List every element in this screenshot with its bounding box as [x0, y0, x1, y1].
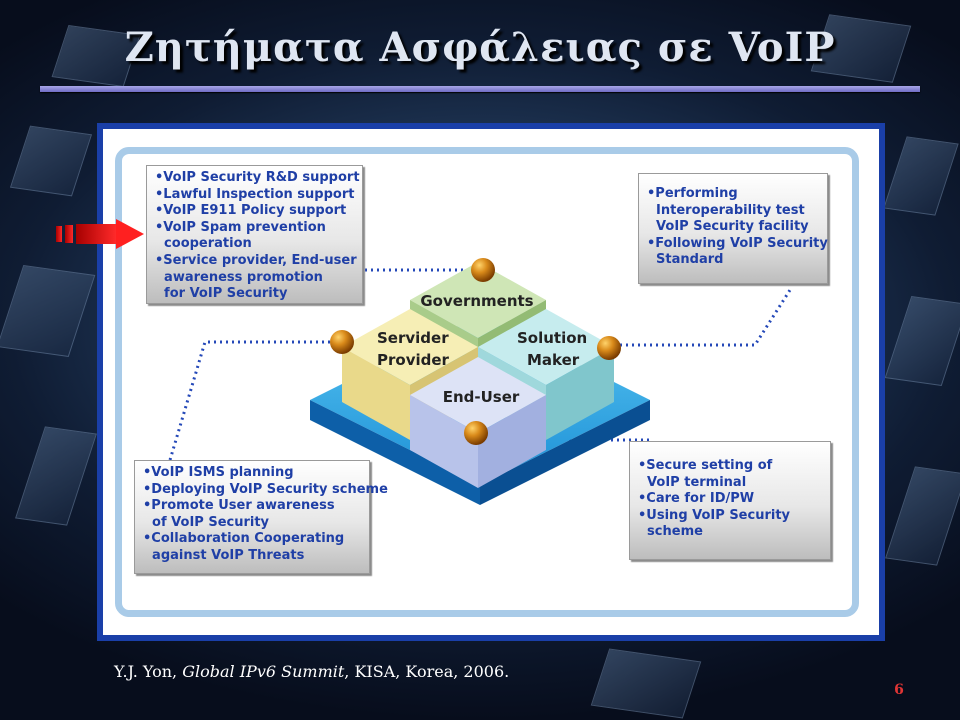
end-user-label: End-User: [443, 388, 520, 406]
solution-maker-label-1: Solution: [517, 329, 587, 347]
box-line: VoIP terminal: [638, 474, 747, 490]
box-line: VoIP Security facility: [647, 219, 809, 235]
connector-solution-maker: [620, 289, 792, 347]
box-line: scheme: [638, 524, 703, 540]
service-provider-label-1: Servider: [377, 329, 449, 347]
citation-footer: Y.J. Yon, Global IPv6 Summit, KISA, Kore…: [114, 662, 509, 681]
box-line: •Care for ID/PW: [638, 491, 755, 507]
page-number: 6: [894, 682, 904, 698]
box-line: •Lawful Inspection support: [155, 186, 355, 202]
solution-maker-label-2: Maker: [527, 351, 580, 369]
title-underline: [40, 86, 920, 92]
box-line: •Following VoIP Security: [647, 235, 828, 251]
box-line: •Collaboration Cooperating: [143, 531, 345, 547]
box-line: Interoperability test: [647, 202, 805, 218]
service-provider-box: •VoIP ISMS planning •Deploying VoIP Secu…: [134, 460, 388, 574]
box-line: •Secure setting of: [638, 458, 773, 473]
box-line: awareness promotion: [155, 269, 323, 285]
box-line: •VoIP ISMS planning: [143, 465, 294, 480]
box-line: •Deploying VoIP Security scheme: [143, 481, 388, 497]
box-line: •VoIP Spam prevention: [155, 219, 326, 235]
connector-ball-end-user: [464, 421, 488, 445]
connector-ball-solution-maker: [597, 336, 621, 360]
box-line: •VoIP Security R&D support: [155, 170, 360, 185]
governments-label: Governments: [420, 292, 533, 310]
connector-service-provider: [168, 340, 330, 461]
box-line: against VoIP Threats: [143, 547, 305, 563]
connector-ball-service-provider: [330, 330, 354, 354]
end-user-box: •Secure setting of VoIP terminal •Care f…: [629, 441, 831, 560]
box-line: of VoIP Security: [143, 514, 270, 530]
end-user-block: [410, 357, 546, 488]
service-provider-label-2: Provider: [377, 351, 450, 369]
governments-box: •VoIP Security R&D support •Lawful Inspe…: [146, 165, 363, 304]
box-line: for VoIP Security: [155, 286, 288, 302]
slide-title: Ζητήματα Ασφάλειας σε VoIP: [124, 24, 836, 71]
red-arrow-icon: [56, 219, 144, 249]
box-line: •Using VoIP Security: [638, 507, 791, 523]
box-line: •VoIP E911 Policy support: [155, 203, 347, 219]
citation-venue: Global IPv6 Summit: [182, 662, 345, 681]
citation-authors: Y.J. Yon,: [114, 662, 183, 681]
box-line: cooperation: [155, 236, 252, 252]
solution-maker-box: •Performing Interoperability test VoIP S…: [638, 173, 828, 284]
box-line: •Promote User awareness: [143, 498, 335, 514]
box-line: •Performing: [647, 186, 738, 201]
box-line: Standard: [647, 252, 724, 268]
box-line: •Service provider, End-user: [155, 252, 357, 268]
citation-rest: , KISA, Korea, 2006.: [344, 662, 510, 681]
connector-ball-governments: [471, 258, 495, 282]
